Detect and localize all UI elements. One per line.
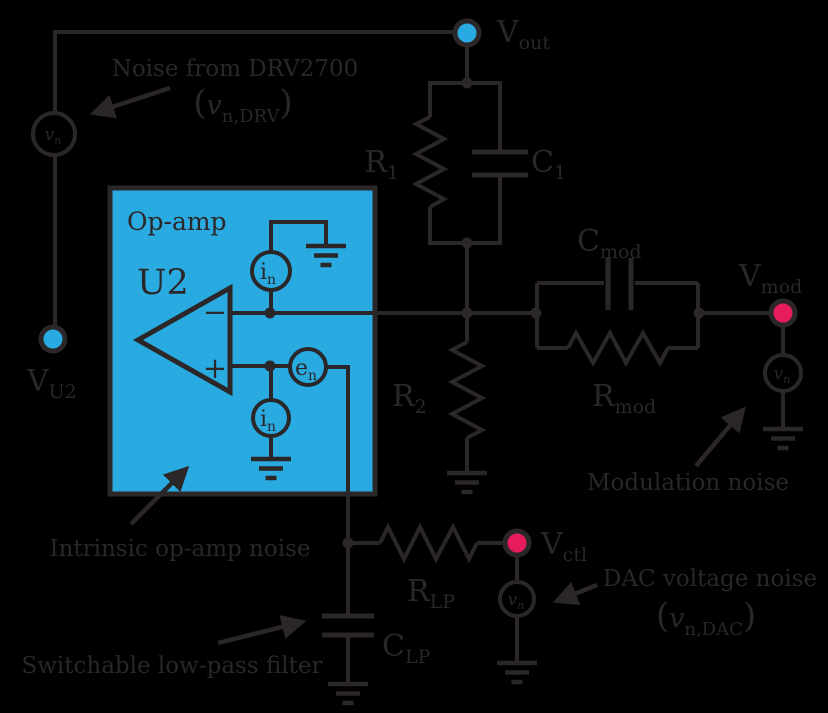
in-inverting-source-circle [250, 250, 292, 292]
capacitor-clp-plates [322, 613, 374, 638]
vout-node [452, 18, 482, 48]
vn-drv-source-circle [31, 111, 77, 157]
resistor-r1-zigzag [411, 115, 449, 209]
junction-dot [461, 77, 473, 89]
noninverting-input-symbol: + [203, 351, 227, 385]
ground-vn-dac [497, 660, 537, 685]
arrow-drv-noise [89, 85, 171, 119]
clp-label: CLP [382, 629, 431, 668]
vu2-node [38, 324, 68, 354]
vmod-label: Vmod [738, 259, 802, 298]
vn-dac-label: vn [508, 590, 525, 612]
u2-designator: U2 [137, 263, 189, 303]
drv-noise-annotation: Noise from DRV2700 [112, 56, 359, 82]
opamp-triangle [132, 283, 233, 397]
rlp-label: RLP [407, 574, 455, 613]
en-source-circle [288, 347, 328, 387]
opamp-box-label: Op-amp [127, 207, 227, 236]
drv-noise-formula: (vn,DRV) [193, 83, 292, 127]
wire-vout-to-vn-drv-to-vu2 [53, 30, 469, 326]
ground-in-noninverting [251, 456, 291, 481]
ground-in-inverting [306, 243, 346, 268]
rmod-label: Rmod [592, 379, 656, 418]
vn-dac-source-circle [498, 580, 536, 618]
arrow-modulation-noise [694, 406, 746, 468]
vu2-label: VU2 [26, 364, 77, 403]
ground-clp [328, 681, 368, 706]
resistor-rmod-zigzag [566, 328, 670, 368]
ground-vn-mod [763, 426, 803, 451]
vn-mod-source-circle [763, 353, 803, 393]
ground-r2 [447, 470, 487, 495]
junction-dot [264, 307, 276, 319]
capacitor-c1-plates [472, 149, 528, 178]
opamp-box [107, 185, 378, 497]
en-label: en [295, 356, 317, 384]
switchable-filter-annotation: Switchable low-pass filter [21, 653, 322, 679]
modulation-noise-annotation: Modulation noise [587, 470, 789, 496]
vn-mod-label: vn [774, 364, 791, 386]
c1-label: C1 [531, 145, 566, 184]
resistor-r2-zigzag [447, 340, 487, 440]
capacitor-cmod-plates [605, 258, 634, 310]
junction-dot [342, 537, 354, 549]
arrow-switchable-filter [217, 614, 307, 646]
junction-dot [264, 360, 276, 372]
vctl-label: Vctl [540, 527, 587, 566]
resistor-rlp-zigzag [378, 522, 479, 564]
vout-label: Vout [496, 15, 550, 54]
junction-dot [693, 307, 705, 319]
vctl-node [502, 528, 532, 558]
in-noninverting-source-circle [251, 398, 291, 438]
dac-noise-annotation: DAC voltage noise [603, 566, 817, 592]
vn-drv-label: vn [45, 125, 62, 147]
arrow-intrinsic-noise [129, 465, 190, 526]
junction-dot [461, 237, 473, 249]
r2-label: R2 [392, 379, 427, 418]
in-noninverting-label: in [260, 407, 276, 435]
inverting-input-symbol: − [203, 295, 227, 329]
vmod-node [768, 298, 798, 328]
wire-en-to-lowpass [326, 365, 350, 543]
junction-dot [461, 307, 473, 319]
junction-dot [530, 307, 542, 319]
r1-label: R1 [364, 145, 399, 184]
dac-noise-formula: (vn,DAC) [656, 596, 756, 640]
cmod-label: Cmod [577, 224, 642, 263]
arrow-dac-noise [552, 581, 598, 605]
intrinsic-noise-annotation: Intrinsic op-amp noise [50, 536, 311, 562]
in-inverting-label: in [260, 260, 276, 288]
